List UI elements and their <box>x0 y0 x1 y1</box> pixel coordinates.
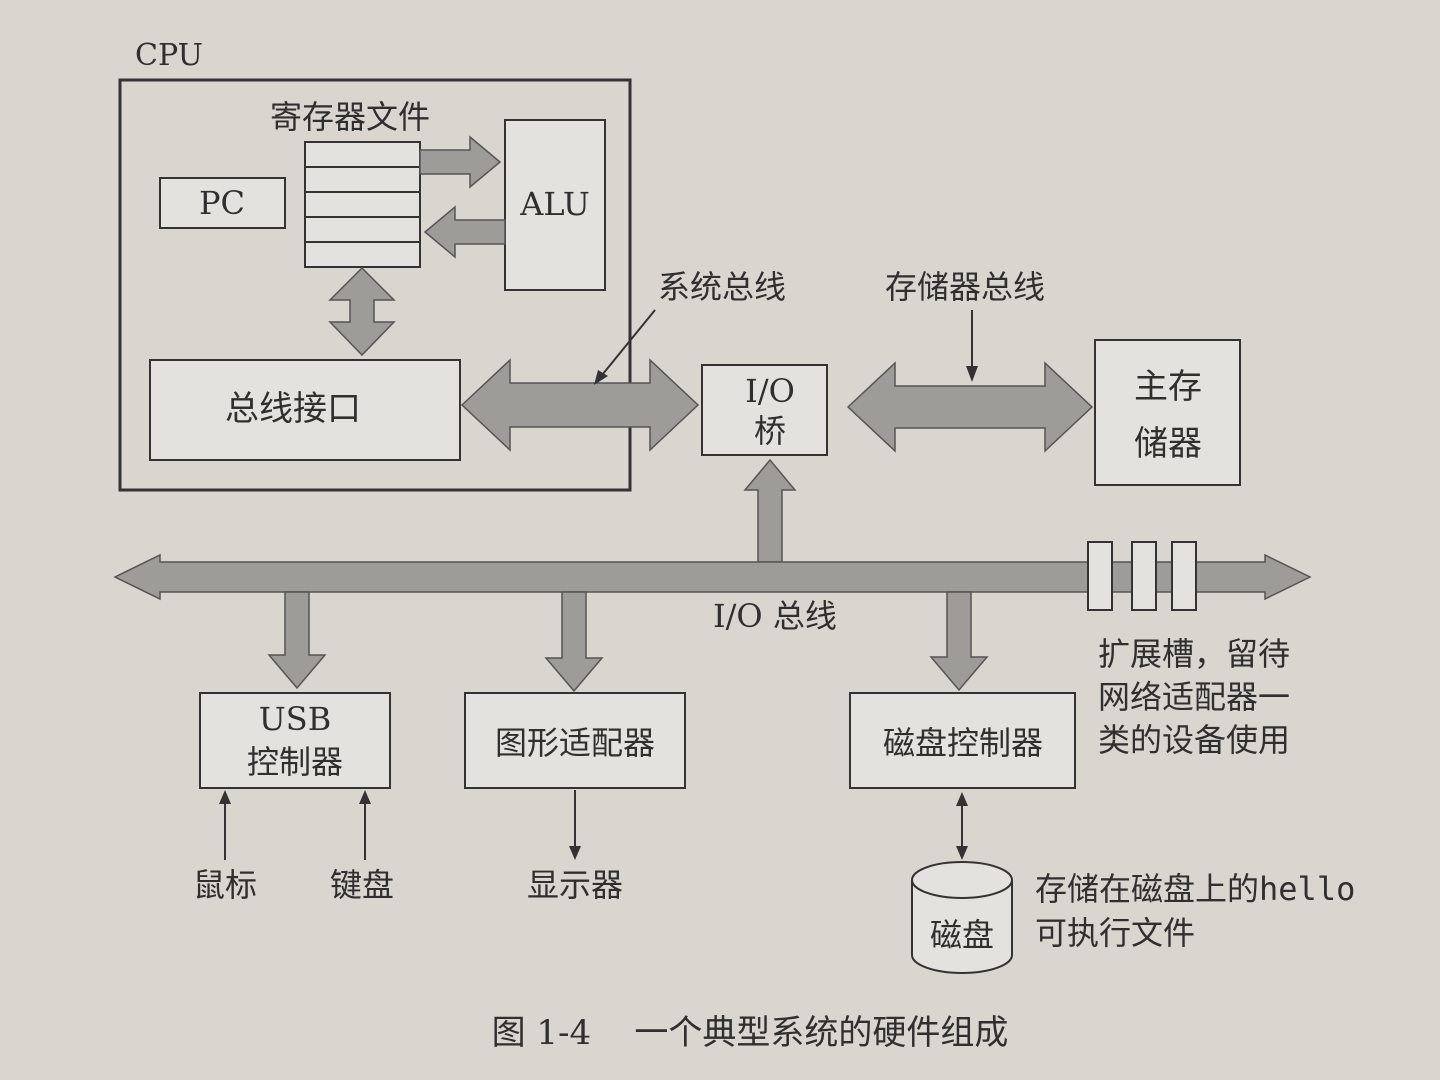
register-to-alu-arrow <box>419 135 502 189</box>
alu-label: ALU <box>519 185 590 223</box>
main-memory-box <box>1094 339 1241 486</box>
graphics-adapter-label: 图形适配器 <box>495 724 655 762</box>
io-bridge-label-line2: 桥 <box>754 412 786 450</box>
system-bus-pointer <box>597 309 656 381</box>
expansion-slots <box>1087 541 1197 611</box>
disk-arrow-head-up <box>956 792 968 806</box>
alu-to-register-arrow <box>423 205 506 259</box>
bus-usb-arrow <box>267 591 327 690</box>
bus-interface-box <box>149 359 461 461</box>
expansion-note-line1: 扩展槽，留待 <box>1098 635 1290 673</box>
keyboard-label: 键盘 <box>330 866 394 904</box>
disk-controller-box <box>849 692 1076 789</box>
bus-disk-controller-arrow <box>929 591 989 692</box>
io-bus-arrow <box>113 553 1312 601</box>
hello-note-line1: 存储在磁盘上的hello <box>1035 870 1355 908</box>
pc-box <box>159 177 286 229</box>
io-bus-label: I/O 总线 <box>713 597 837 635</box>
io-bridge-label-line1: I/O <box>745 372 795 410</box>
keyboard-arrow-head <box>359 790 371 804</box>
memory-bus-pointer-head <box>966 366 978 382</box>
bridge-io-bus-arrow <box>743 458 797 563</box>
disk-label: 磁盘 <box>930 916 994 954</box>
usb-controller-label-line2: 控制器 <box>247 743 343 781</box>
cpu-label: CPU <box>135 38 203 73</box>
display-label: 显示器 <box>527 866 623 904</box>
system-bus-arrow <box>460 358 700 452</box>
register-bus-interface-arrow <box>328 266 396 357</box>
graphics-adapter-box <box>464 692 686 789</box>
expansion-note-line3: 类的设备使用 <box>1098 721 1290 759</box>
usb-controller-box <box>199 692 391 789</box>
disk-cylinder <box>911 861 1013 974</box>
system-bus-pointer-head <box>594 370 608 385</box>
system-bus-label: 系统总线 <box>658 268 786 306</box>
main-memory-label-line1: 主存 <box>1134 367 1202 407</box>
hello-note-word: hello <box>1259 870 1355 908</box>
disk-controller-label: 磁盘控制器 <box>883 724 1043 762</box>
bus-interface-label: 总线接口 <box>225 389 361 429</box>
hello-note-prefix: 存储在磁盘上的 <box>1035 870 1259 908</box>
hello-note-line2: 可执行文件 <box>1035 914 1195 952</box>
register-file <box>304 141 421 268</box>
bus-graphics-arrow <box>544 591 604 693</box>
memory-bus-label: 存储器总线 <box>885 268 1045 306</box>
usb-controller-label-line1: USB <box>259 700 331 738</box>
io-bridge-box <box>701 364 828 456</box>
cpu-box <box>118 78 632 492</box>
display-arrow-head <box>569 846 581 860</box>
memory-bus-arrow <box>846 361 1094 453</box>
disk-arrow-head-down <box>956 846 968 860</box>
main-memory-label-line2: 储器 <box>1134 424 1202 464</box>
alu-box <box>504 119 606 291</box>
figure-caption: 图 1-4 一个典型系统的硬件组成 <box>492 1013 1009 1053</box>
mouse-arrow-head <box>219 790 231 804</box>
pc-label: PC <box>199 184 245 222</box>
expansion-note-line2: 网络适配器一 <box>1098 678 1290 716</box>
mouse-label: 鼠标 <box>193 866 257 904</box>
register-file-label: 寄存器文件 <box>270 98 430 136</box>
